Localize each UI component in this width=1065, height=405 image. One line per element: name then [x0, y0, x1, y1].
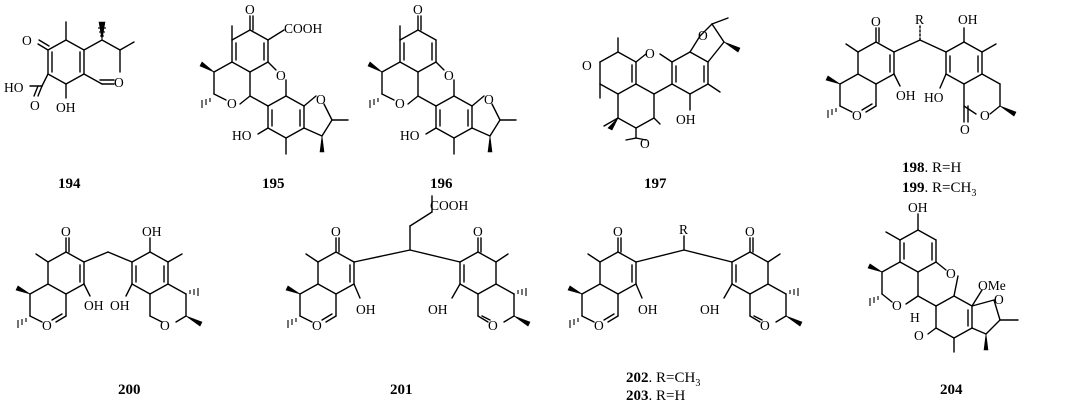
atom-o: O — [227, 96, 237, 111]
atom-o: O — [892, 298, 902, 313]
atom-oh: OH — [142, 224, 162, 239]
atom-o: O — [444, 68, 454, 83]
atom-ho: HO — [924, 90, 944, 105]
atom-o: O — [160, 318, 170, 333]
atom-o: O — [946, 266, 956, 281]
atom-oh: OH — [676, 112, 696, 127]
compound-caption-199: 199. R=CH3 — [902, 180, 976, 199]
atom-o: O — [914, 328, 924, 343]
atom-o: O — [413, 2, 423, 17]
atom-o: O — [640, 136, 650, 151]
atom-o: O — [871, 14, 881, 29]
atom-o: O — [473, 224, 483, 239]
atom-h: H — [910, 310, 920, 325]
atom-oh: OH — [56, 100, 76, 115]
atom-o: O — [994, 292, 1004, 307]
atom-cooh: COOH — [430, 198, 469, 213]
caption-subscript: 3 — [971, 188, 976, 199]
compound-197: O O O O OH 197 — [582, 17, 741, 192]
compound-number: 200 — [118, 382, 141, 398]
atom-oh: OH — [84, 298, 104, 313]
atom-r: R — [915, 12, 924, 27]
compound-195: O COOH O O O HO 195 — [199, 2, 349, 192]
atom-o: O — [276, 68, 286, 83]
atom-o: O — [30, 98, 40, 113]
caption-text: . R=H — [925, 160, 962, 176]
compound-caption-198: 198. R=H — [902, 160, 961, 176]
compound-198-199: O R OH OH HO O O O 198. R=H 199. R=CH3 — [825, 12, 1017, 199]
atom-o: O — [960, 122, 970, 137]
atom-o: O — [316, 92, 326, 107]
atom-o: O — [760, 318, 770, 333]
compound-200: O OH OH OH O O 200 — [15, 224, 203, 398]
compound-number: 195 — [262, 176, 285, 192]
compound-number: 197 — [644, 176, 667, 192]
atom-oh: OH — [896, 88, 916, 103]
atom-oh: OH — [958, 12, 978, 27]
atom-o: O — [645, 46, 655, 61]
atom-o: O — [594, 318, 604, 333]
compound-number: 202 — [626, 370, 649, 386]
atom-oh: OH — [638, 302, 658, 317]
compound-number: 204 — [940, 382, 963, 398]
caption-text: . R=CH — [649, 370, 696, 386]
atom-r: R — [679, 222, 688, 237]
compound-194: O HO O OH O 194 — [4, 21, 135, 192]
atom-o: O — [852, 108, 862, 123]
compound-number: 198 — [902, 160, 925, 176]
atom-o: O — [488, 318, 498, 333]
caption-subscript: 3 — [695, 378, 700, 389]
compound-caption-203: 203. R=H — [626, 388, 685, 404]
atom-o: O — [698, 28, 708, 43]
atom-ho: HO — [4, 80, 24, 95]
atom-o: O — [331, 224, 341, 239]
atom-oh: OH — [356, 302, 376, 317]
compound-number: 203 — [626, 388, 649, 404]
compound-number: 194 — [58, 176, 81, 192]
atom-oh: OH — [110, 298, 130, 313]
atom-oh: OH — [428, 302, 448, 317]
atom-o: O — [312, 318, 322, 333]
compound-number: 201 — [390, 382, 413, 398]
atom-o: O — [61, 224, 71, 239]
atom-o: O — [980, 108, 990, 123]
caption-text: . R=H — [649, 388, 686, 404]
compound-201: COOH O O OH OH O O 201 — [285, 195, 531, 398]
atom-oh: OH — [700, 302, 720, 317]
compound-196: O O O O HO 196 — [367, 2, 517, 192]
atom-o: O — [22, 33, 32, 48]
compound-202-203: R O O OH OH O O 202. R=CH3 203. R=H — [567, 222, 803, 404]
compound-number: 199 — [902, 180, 925, 196]
atom-cooh: COOH — [284, 21, 323, 36]
atom-o: O — [42, 318, 52, 333]
atom-o: O — [745, 224, 755, 239]
atom-o: O — [582, 58, 592, 73]
atom-o: O — [114, 75, 124, 90]
compound-204: OH O OMe O O H O 204 — [867, 200, 1019, 398]
compound-number: 196 — [430, 176, 453, 192]
atom-ome: OMe — [978, 278, 1006, 293]
atom-o: O — [395, 96, 405, 111]
atom-o: O — [484, 92, 494, 107]
atom-ho: HO — [232, 128, 252, 143]
atom-ho: HO — [400, 128, 420, 143]
atom-oh: OH — [908, 200, 928, 215]
atom-o: O — [613, 224, 623, 239]
caption-text: . R=CH — [925, 180, 972, 196]
compound-caption-202: 202. R=CH3 — [626, 370, 700, 389]
atom-o: O — [245, 2, 255, 17]
